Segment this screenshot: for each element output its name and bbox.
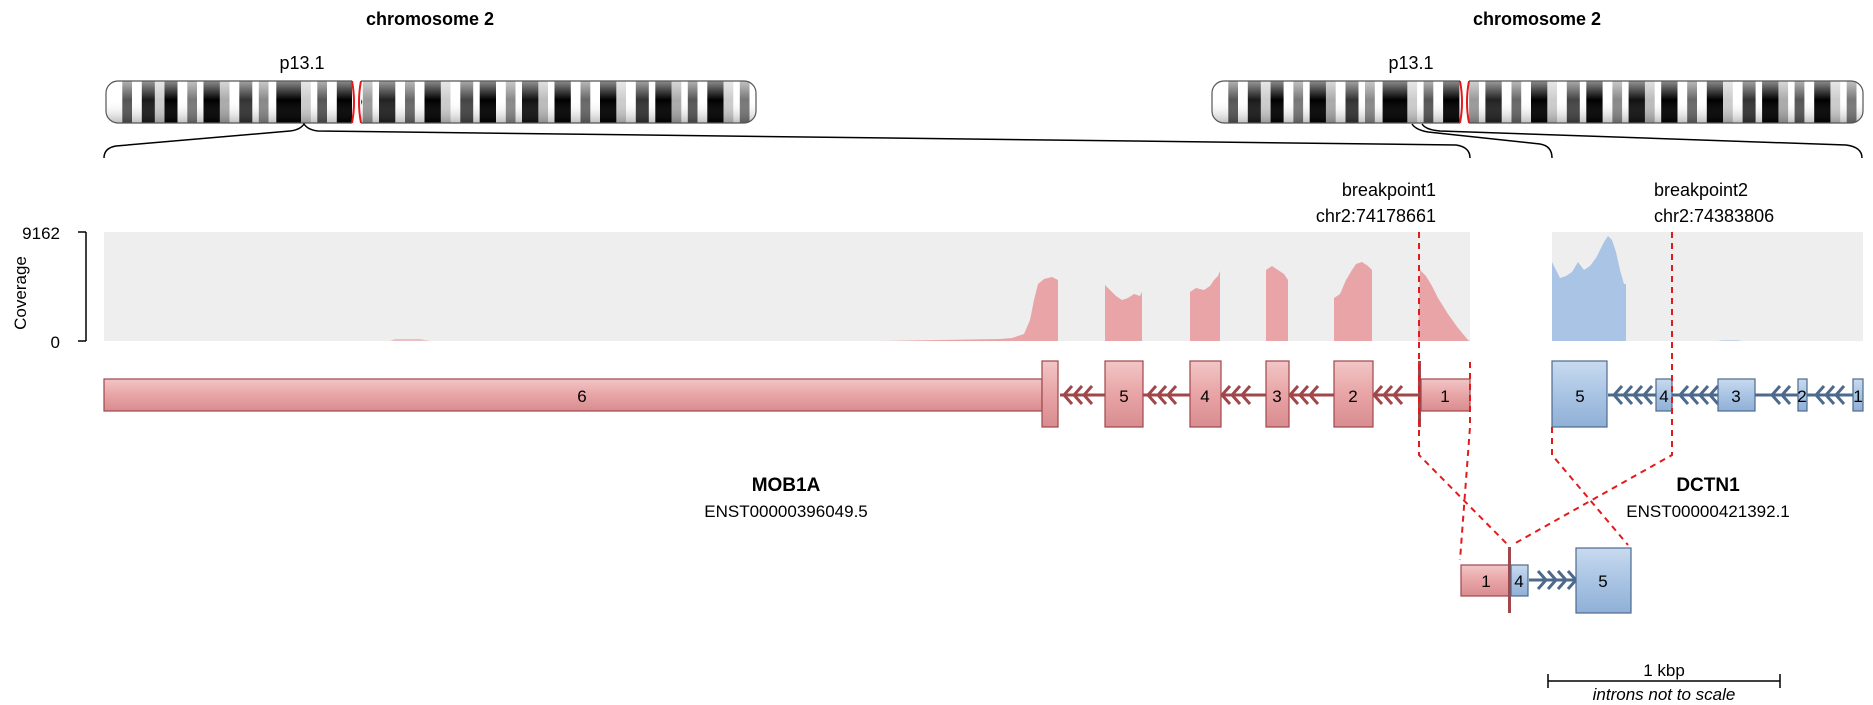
gene1-exon-3: 3 <box>1265 360 1290 428</box>
fusion-transcript: 1 4 5 <box>1460 547 1632 614</box>
gene2-exon-3: 3 <box>1717 378 1756 412</box>
gene1-track: 6 5 4 3 2 1 <box>103 360 1471 428</box>
chromosome-left-band: p13.1 <box>279 53 324 73</box>
breakpoint2-position: chr2:74383806 <box>1654 206 1774 226</box>
fusion-exon-5: 5 <box>1575 547 1632 614</box>
coverage-min-label: 0 <box>51 333 60 352</box>
gene2-exon-3-label: 3 <box>1731 387 1740 406</box>
coverage-axis: 9162 0 Coverage <box>11 224 87 352</box>
zoom-brackets <box>103 122 1863 159</box>
gene2-exon-2: 2 <box>1797 378 1808 412</box>
coverage-max-label: 9162 <box>22 224 60 243</box>
gene1-exon-5: 5 <box>1104 360 1144 428</box>
gene2-exon-1-label: 1 <box>1853 387 1862 406</box>
breakpoint2-label: breakpoint2 <box>1654 180 1748 200</box>
fusion-exon-4-label: 4 <box>1514 572 1523 591</box>
gene2-intron-arrows <box>1612 385 1846 405</box>
gene2-transcript: ENST00000421392.1 <box>1626 502 1790 521</box>
coverage-gene1 <box>390 262 1470 341</box>
centromere-right <box>1459 80 1470 124</box>
gene1-exon-2-label: 2 <box>1348 387 1357 406</box>
gene1-exon-1: 1 <box>1418 361 1471 427</box>
chromosome-left-ideogram <box>106 81 756 123</box>
coverage-axis-label: Coverage <box>11 256 30 330</box>
breakpoint-lines <box>1418 232 1673 561</box>
gene2-exon-1: 1 <box>1852 378 1864 412</box>
breakpoint1-label: breakpoint1 <box>1342 180 1436 200</box>
fusion-exon-4: 4 <box>1510 564 1529 597</box>
gene1-intron-arrows <box>1062 385 1404 405</box>
gene1-exon-1-label: 1 <box>1440 387 1449 406</box>
fusion-exon-1-label: 1 <box>1481 572 1490 591</box>
chromosome-right-band: p13.1 <box>1388 53 1433 73</box>
gene1-exon-5-label: 5 <box>1119 387 1128 406</box>
gene2-exon-5-label: 5 <box>1575 387 1584 406</box>
gene1-transcript: ENST00000396049.5 <box>704 502 868 521</box>
coverage-gene2 <box>1552 236 1742 341</box>
gene1-name: MOB1A <box>752 475 821 496</box>
gene2-exon-5: 5 <box>1551 360 1608 428</box>
gene2-exon-4-label: 4 <box>1659 387 1668 406</box>
scale-bar-note: introns not to scale <box>1593 685 1736 704</box>
gene1-exon-4-label: 4 <box>1200 387 1209 406</box>
gene1-exon-4: 4 <box>1189 360 1222 428</box>
gene2-name: DCTN1 <box>1676 475 1740 496</box>
gene2-track: 5 4 3 2 1 <box>1551 360 1864 428</box>
fusion-intron-arrows <box>1536 570 1578 590</box>
scale-bar: 1 kbp introns not to scale <box>1547 661 1781 704</box>
fusion-exon-1: 1 <box>1460 564 1510 597</box>
gene1-exon-3-label: 3 <box>1272 387 1281 406</box>
chromosome-right-ideogram <box>1212 81 1863 123</box>
gene2-exon-4: 4 <box>1655 378 1673 412</box>
chromosome-right-title: chromosome 2 <box>1473 9 1601 29</box>
fusion-exon-5-label: 5 <box>1598 572 1607 591</box>
scale-bar-label: 1 kbp <box>1643 661 1685 680</box>
breakpoint1-position: chr2:74178661 <box>1316 206 1436 226</box>
gene2-exon-2-label: 2 <box>1797 387 1806 406</box>
fusion-junction <box>1508 547 1511 613</box>
gene1-exon-2: 2 <box>1333 360 1374 428</box>
gene1-exon-6-label: 6 <box>577 387 586 406</box>
gene1-exon-6: 6 <box>103 360 1059 428</box>
chromosome-left-title: chromosome 2 <box>366 9 494 29</box>
coverage-panel-gene1 <box>104 232 1470 341</box>
